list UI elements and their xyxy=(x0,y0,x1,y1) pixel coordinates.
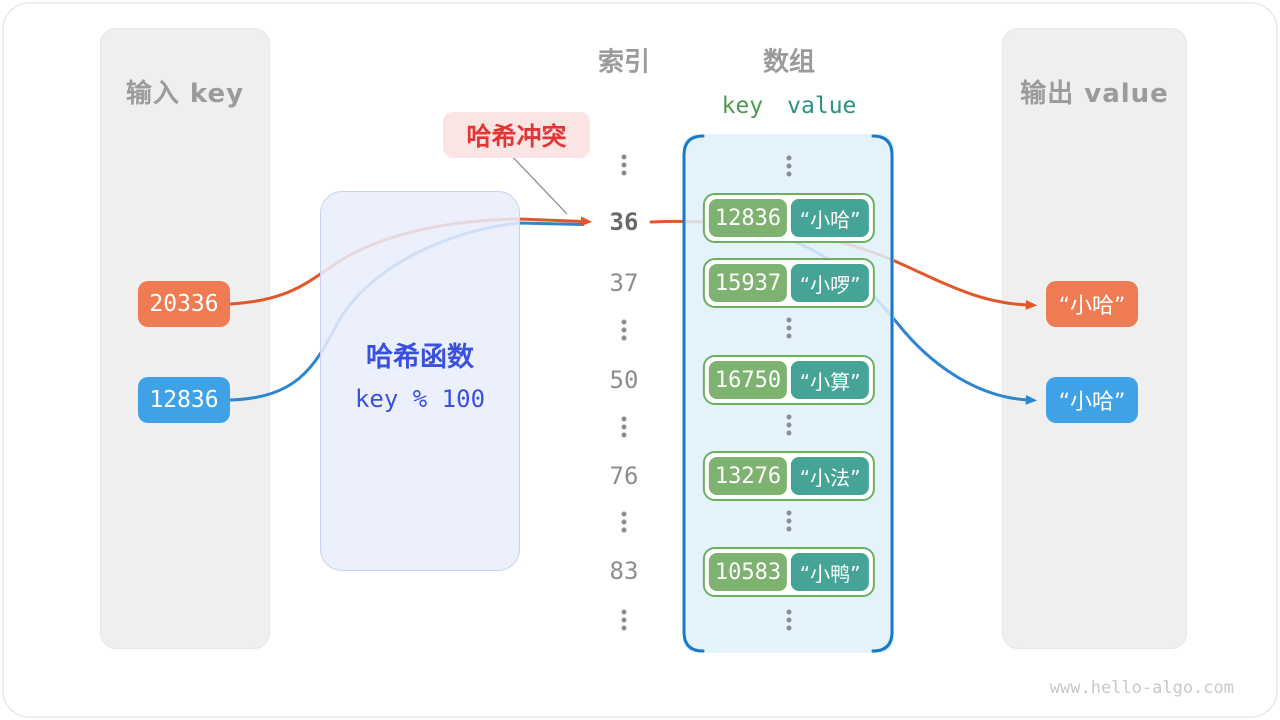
hash-function-title: 哈希函数 xyxy=(366,342,474,373)
output-value-blue: “小哈” xyxy=(1046,377,1138,423)
key-header-label: key xyxy=(721,93,764,119)
input-key-12836: 12836 xyxy=(138,377,230,423)
index-value-37: 37 xyxy=(609,269,639,297)
pair-key: 13276 xyxy=(708,457,788,495)
key-value-header: key value xyxy=(722,93,857,119)
pair-value: “小算” xyxy=(791,361,870,399)
hash-function-box: 哈希函数 key % 100 xyxy=(320,191,520,571)
vertical-ellipsis-icon xyxy=(621,416,627,438)
vertical-ellipsis-icon xyxy=(786,414,792,436)
vertical-ellipsis-icon xyxy=(786,155,792,177)
output-panel-title: 输出 value xyxy=(1020,79,1169,109)
index-value-50: 50 xyxy=(609,366,639,394)
pair-value: “小法” xyxy=(791,457,870,495)
pair-value: “小哈” xyxy=(791,199,870,237)
output-value-panel: 输出 value xyxy=(1002,28,1187,649)
array-column-header: 数组 xyxy=(762,47,816,78)
vertical-ellipsis-icon xyxy=(786,609,792,631)
array-pair: 10583 “小鸭” xyxy=(702,547,876,597)
index-column-header: 索引 xyxy=(597,47,651,78)
input-key-panel: 输入 key xyxy=(100,28,270,649)
site-watermark: www.hello-algo.com xyxy=(1049,678,1234,698)
hash-collision-label: 哈希冲突 xyxy=(443,112,590,158)
vertical-ellipsis-icon xyxy=(786,510,792,532)
vertical-ellipsis-icon xyxy=(786,317,792,339)
index-value-36: 36 xyxy=(609,208,639,236)
pair-value: “小鸭” xyxy=(791,553,870,591)
array-pair: 12836 “小哈” xyxy=(702,193,876,243)
value-header-label: value xyxy=(787,93,857,119)
vertical-ellipsis-icon xyxy=(621,154,627,176)
pair-key: 16750 xyxy=(708,361,788,399)
array-pair: 16750 “小算” xyxy=(702,355,876,405)
vertical-ellipsis-icon xyxy=(621,609,627,631)
vertical-ellipsis-icon xyxy=(621,319,627,341)
output-value-orange: “小哈” xyxy=(1046,281,1138,327)
array-pair: 15937 “小啰” xyxy=(702,258,876,308)
input-key-20336: 20336 xyxy=(138,281,230,327)
index-value-76: 76 xyxy=(609,462,639,490)
hash-function-formula: key % 100 xyxy=(354,385,486,413)
vertical-ellipsis-icon xyxy=(621,511,627,533)
pair-key: 12836 xyxy=(708,199,788,237)
array-pair: 13276 “小法” xyxy=(702,451,876,501)
input-panel-title: 输入 key xyxy=(125,79,245,109)
pair-key: 15937 xyxy=(708,264,788,302)
pair-value: “小啰” xyxy=(791,264,870,302)
index-value-83: 83 xyxy=(609,557,639,585)
pair-key: 10583 xyxy=(708,553,788,591)
